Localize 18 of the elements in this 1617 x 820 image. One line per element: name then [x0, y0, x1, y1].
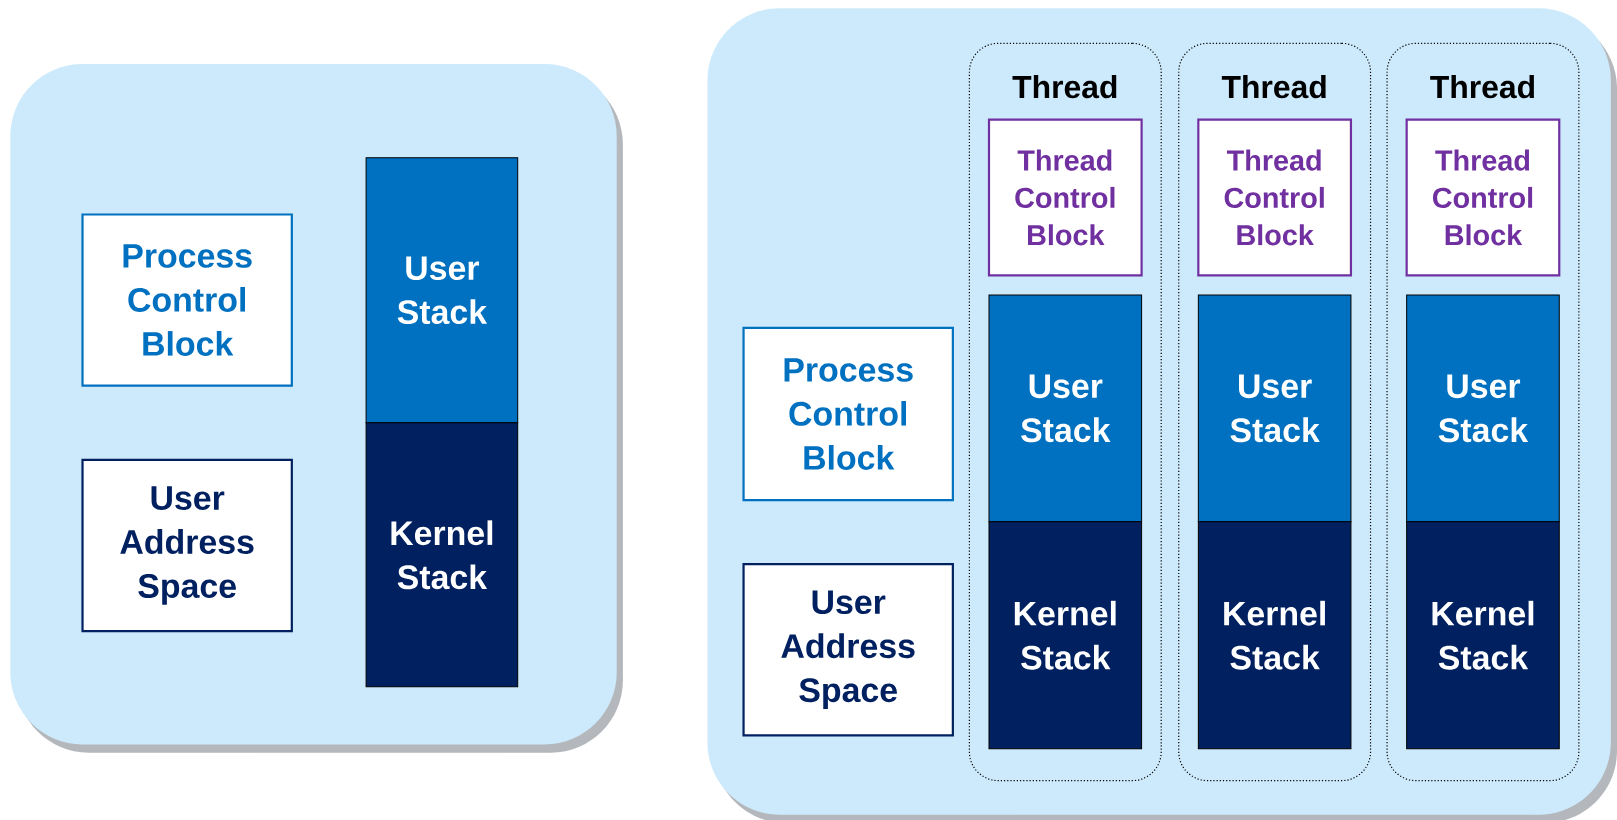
- thread-control-block: Thread Control Block: [1405, 118, 1561, 277]
- kernel-stack: Kernel Stack: [365, 422, 519, 688]
- process-control-block: Process Control Block: [81, 213, 293, 387]
- thread-control-block: Thread Control Block: [1197, 118, 1353, 277]
- thread-control-block: Thread Control Block: [987, 118, 1143, 277]
- kernel-stack: Kernel Stack: [988, 521, 1143, 750]
- user-stack: User Stack: [1406, 294, 1560, 523]
- process-control-block: Process Control Block: [742, 326, 954, 502]
- user-stack: User Stack: [365, 157, 519, 424]
- kernel-stack: Kernel Stack: [1197, 521, 1352, 750]
- group-heading: Thread: [1012, 74, 1117, 99]
- group-heading: Thread: [1430, 74, 1534, 99]
- group-heading: Thread: [1221, 74, 1326, 99]
- user-stack: User Stack: [1197, 294, 1352, 523]
- kernel-stack: Kernel Stack: [1406, 521, 1560, 750]
- address-space-box: User Address Space: [742, 563, 954, 737]
- user-stack: User Stack: [988, 294, 1143, 523]
- address-space-box: User Address Space: [81, 458, 293, 633]
